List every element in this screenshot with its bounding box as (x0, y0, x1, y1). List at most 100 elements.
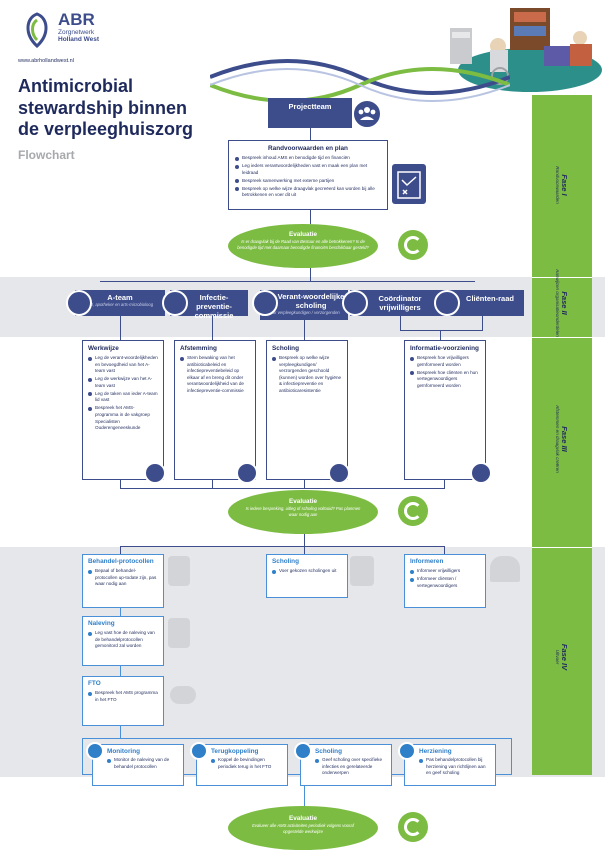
connector-p2-h (100, 281, 475, 283)
connector-e3 (444, 546, 446, 554)
scholing-team-sub: voor verpleegkundigen / verzorgenden (268, 310, 340, 315)
list-item: Geef scholing over specifieke infecties … (315, 757, 386, 777)
list-item: Leg de verant-woordelijkheden en bevoegd… (88, 355, 158, 375)
list-item: Bespreek het AMS-programma in de vakgroe… (88, 405, 158, 431)
list-item: Leg de taken van ieder A-team lid vast (88, 391, 158, 404)
list-item: Voer gekozen scholingen uit (272, 568, 342, 575)
randvoorwaarden-box: Randvoorwaarden en plan Bespreek inhoud … (228, 140, 388, 210)
connector-d1 (120, 480, 122, 488)
scholing-cycle-title: Scholing (315, 748, 342, 755)
evaluatie-2-sub: Is iedere bespreking, uitleg of scholing… (245, 506, 361, 517)
connector-g-right (511, 738, 513, 774)
scholing-cycle-list: Geef scholing over specifieke infecties … (315, 757, 386, 777)
list-item: Bespreek op welke wijze verpleegkundigen… (272, 355, 342, 394)
scholing-cycle-box: Scholing Geef scholing over specifieke i… (300, 744, 392, 786)
connector-f2 (120, 666, 122, 676)
herziening-list: Pas behandelprotocollen bij herziening v… (419, 757, 490, 777)
list-item: Bepaal of behandel-protocollen up-todate… (88, 568, 158, 588)
evaluatie-1-title: Evaluatie (288, 231, 318, 238)
brand-name: ABR (58, 10, 95, 29)
evaluatie-2: Evaluatie Is iedere bespreking, uitleg o… (228, 490, 378, 534)
clipboard-icon (392, 164, 426, 204)
coordinator-icon (342, 290, 368, 316)
informatie-icon (470, 462, 492, 484)
checklist-icon (168, 618, 190, 648)
ateam-label: A-team (107, 293, 133, 302)
list-item: Koppel de bevindingen periodiek terug in… (211, 757, 282, 770)
list-item: Monitor de naleving van de behandel prot… (107, 757, 178, 770)
evaluatie-1: Evaluatie Is er draagvlak bij de Raad va… (228, 224, 378, 268)
connector-p1a (310, 128, 312, 140)
scholing3-list: Bespreek op welke wijze verpleegkundigen… (272, 355, 342, 394)
list-item: Leg ieders verantwoordelijkheden vast en… (235, 163, 381, 176)
logo: ABR Zorgnetwerk Holland West (18, 10, 128, 54)
informatie-list: Bespreek hoe vrijwilligers geïnformeerd … (410, 355, 480, 389)
list-item: Bespreek inhoud AMS en benodigde tijd en… (235, 155, 381, 162)
monitoring-title: Monitoring (107, 748, 141, 755)
naleving-title: Naleving (88, 620, 115, 627)
list-item: Leg vast hoe de naleving van de behandel… (88, 630, 158, 650)
cycle-icon (398, 230, 428, 260)
teacher-icon (350, 556, 374, 586)
ateam-box: A-team SO, apotheker en arts-microbioloo… (75, 290, 165, 316)
connector-c2 (212, 316, 214, 340)
connector-d-h (120, 488, 445, 490)
afstemming-list: Stem bewaking van het antibioticabeleid … (180, 355, 250, 394)
monitoring-icon (86, 742, 104, 760)
list-item: Bespreek hoe vrijwilligers geïnformeerd … (410, 355, 480, 368)
scholing4-title: Scholing (272, 558, 299, 565)
brand-url[interactable]: www.abrhollandwest.nl (18, 58, 74, 64)
connector-c3 (304, 320, 306, 340)
scholing-team-label: Verant-woordelijke scholing (277, 292, 345, 310)
document-icon (168, 556, 190, 586)
scholing4-list: Voer gekozen scholingen uit (272, 568, 342, 575)
scholing-team-icon (252, 290, 278, 316)
connector-p1b (310, 210, 312, 224)
informeren-title: Informeren (410, 558, 444, 565)
fto-box: FTO Bespreek het AMS programma in het FT… (82, 676, 164, 726)
brand-sub1: Zorgnetwerk (58, 29, 95, 36)
behandel-title: Behandel-protocollen (88, 558, 154, 565)
phase-bar (532, 95, 592, 775)
werkwijze-title: Werkwijze (88, 345, 119, 352)
connector-h (304, 786, 306, 806)
connector-g1 (120, 726, 122, 738)
terugkoppeling-list: Koppel de bevindingen periodiek terug in… (211, 757, 282, 770)
ateam-icon (66, 290, 92, 316)
evaluatie-3-title: Evaluatie (288, 815, 318, 822)
werkwijze-box: Werkwijze Leg de verant-woordelijkheden … (82, 340, 164, 480)
terugkoppeling-icon (190, 742, 208, 760)
team-icon (352, 99, 382, 129)
evaluatie-1-sub: Is er draagvlak bij de Raad van Bestuur … (237, 239, 369, 250)
terugkoppeling-box: Terugkoppeling Koppel de bevindingen per… (196, 744, 288, 786)
projectteam-label: Projectteam (288, 102, 332, 111)
speech-bubbles-icon (170, 686, 196, 704)
infectie-label: Infectie-preventie-commissie (194, 293, 234, 320)
monitoring-list: Monitor de naleving van de behandel prot… (107, 757, 178, 770)
fto-list: Bespreek het AMS programma in het FTO (88, 690, 158, 703)
connector-e (304, 534, 306, 546)
list-item: Informeer vrijwilligers (410, 568, 480, 575)
connector-g-left (82, 738, 84, 774)
naleving-box: Naleving Leg vast hoe de naleving van de… (82, 616, 164, 666)
infectie-icon (162, 290, 188, 316)
scholing3-box: Scholing Bespreek op welke wijze verplee… (266, 340, 348, 480)
list-item: Bespreek hoe cliënten en hun vertegenwoo… (410, 370, 480, 390)
connector-g-bottom (82, 774, 512, 776)
phase-divider-1 (532, 277, 592, 278)
page-title: Antimicrobial stewardship binnen de verp… (18, 76, 194, 140)
connector-d4 (444, 480, 446, 488)
connector-e-h (120, 546, 445, 548)
connector-c45 (400, 330, 483, 332)
clientenraad-icon (434, 290, 460, 316)
connector-c1 (120, 316, 122, 340)
evaluatie-3-sub: Evalueer alle AMS activiteiten periodiek… (252, 823, 354, 834)
brand-sub2: Holland West (58, 36, 100, 43)
list-item: Leg de werkwijze van het A-team vast (88, 376, 158, 389)
list-item: Stem bewaking van het antibioticabeleid … (180, 355, 250, 394)
connector-c6 (440, 330, 442, 340)
herziening-box: Herziening Pas behandelprotocollen bij h… (404, 744, 496, 786)
afstemming-icon (236, 462, 258, 484)
